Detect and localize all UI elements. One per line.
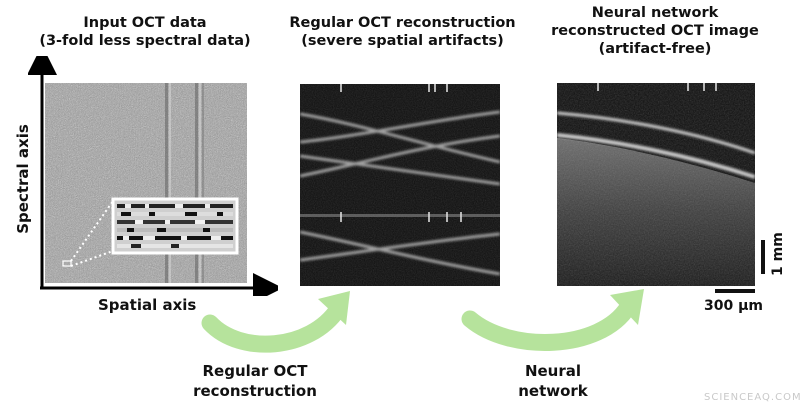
watermark: SCIENCEAQ.COM — [704, 392, 800, 403]
zoom-source-box — [62, 260, 72, 267]
regular-reconstruction-image — [300, 84, 500, 286]
neural-panel-title: Neural network reconstructed OCT image (… — [551, 5, 759, 57]
horizontal-scale-bar — [715, 289, 755, 293]
regular-panel-title: Regular OCT reconstruction (severe spati… — [289, 15, 516, 49]
input-oct-data-image — [45, 83, 247, 283]
x-axis-label: Spatial axis — [98, 296, 197, 314]
neural-reconstruction-image — [557, 83, 755, 286]
curved-arrow-regular — [201, 291, 350, 353]
vertical-scale-bar — [761, 240, 765, 274]
y-axis-label: Spectral axis — [14, 124, 32, 234]
zoom-box-pattern — [117, 204, 233, 248]
horizontal-scale-label: 300 µm — [704, 298, 763, 314]
zoom-callout — [62, 197, 239, 267]
input-axes — [28, 56, 278, 296]
curved-arrow-neural — [461, 289, 644, 351]
vertical-scale-label: 1 mm — [770, 232, 786, 276]
zoom-line-top — [70, 200, 114, 262]
zoom-line-bottom — [70, 250, 114, 267]
step-label-regular-reconstruction: Regular OCT reconstruction — [193, 362, 317, 400]
step-label-neural-network: Neural network — [518, 362, 588, 400]
input-panel-title: Input OCT data (3-fold less spectral dat… — [39, 15, 251, 49]
